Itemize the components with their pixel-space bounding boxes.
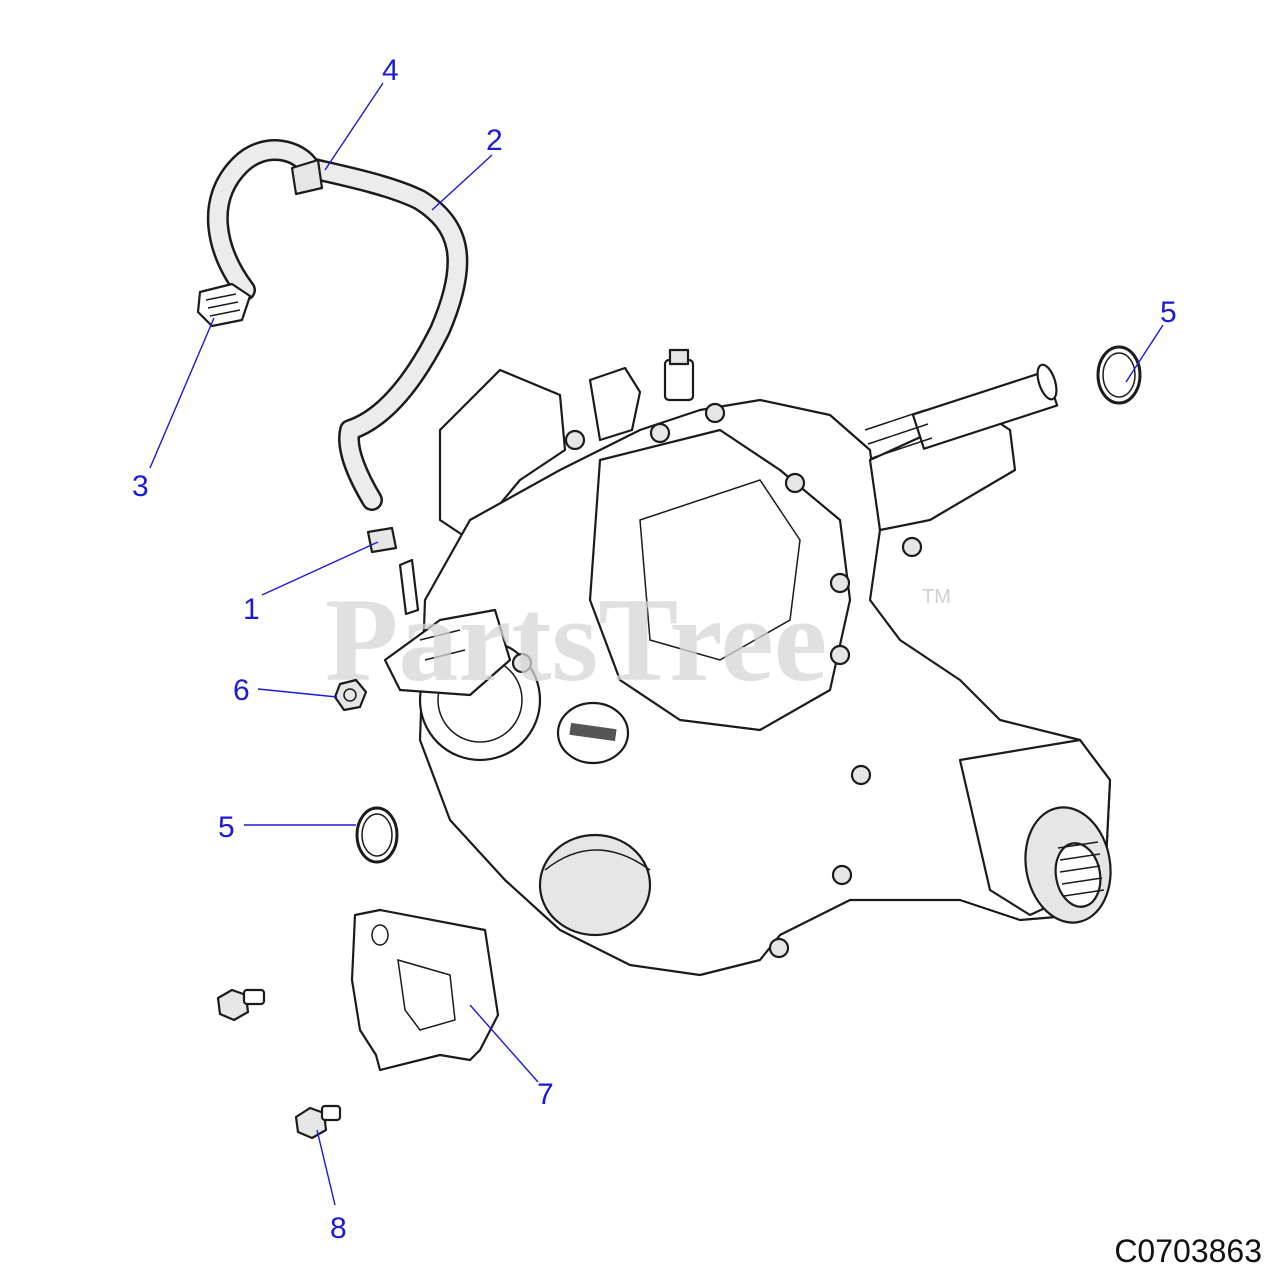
- bolt-upper: [216, 988, 266, 1022]
- callout-8: 8: [330, 1212, 347, 1245]
- callout-1: 1: [243, 593, 260, 626]
- callout-6: 6: [233, 674, 250, 707]
- watermark-tm: TM: [922, 586, 951, 608]
- hose-clip: [290, 158, 324, 196]
- callouts: 1 2 3 4 5 5 6 7 8: [132, 54, 1177, 1245]
- vent-fitting: [196, 282, 252, 328]
- watermark-text: PartsTree: [325, 573, 827, 706]
- hose-clamp: [366, 526, 398, 554]
- o-ring-upper: [1096, 345, 1142, 405]
- callout-leaders: [149, 82, 1164, 1206]
- mount-bracket: [350, 908, 500, 1072]
- bolt-lower: [294, 1104, 342, 1140]
- callout-2: 2: [486, 124, 503, 157]
- case-bolts: [511, 402, 923, 959]
- callout-3: 3: [132, 470, 149, 503]
- diagram-code: C0703863: [1114, 1233, 1262, 1269]
- callout-7: 7: [537, 1078, 554, 1111]
- transmission-assembly: [383, 348, 1112, 977]
- watermark: PartsTree TM: [325, 573, 951, 706]
- callout-5-upper: 5: [1160, 296, 1177, 329]
- vent-hose: [206, 139, 469, 511]
- callout-4: 4: [382, 54, 399, 87]
- callout-5-lower: 5: [218, 811, 235, 844]
- o-ring-lower: [355, 806, 399, 864]
